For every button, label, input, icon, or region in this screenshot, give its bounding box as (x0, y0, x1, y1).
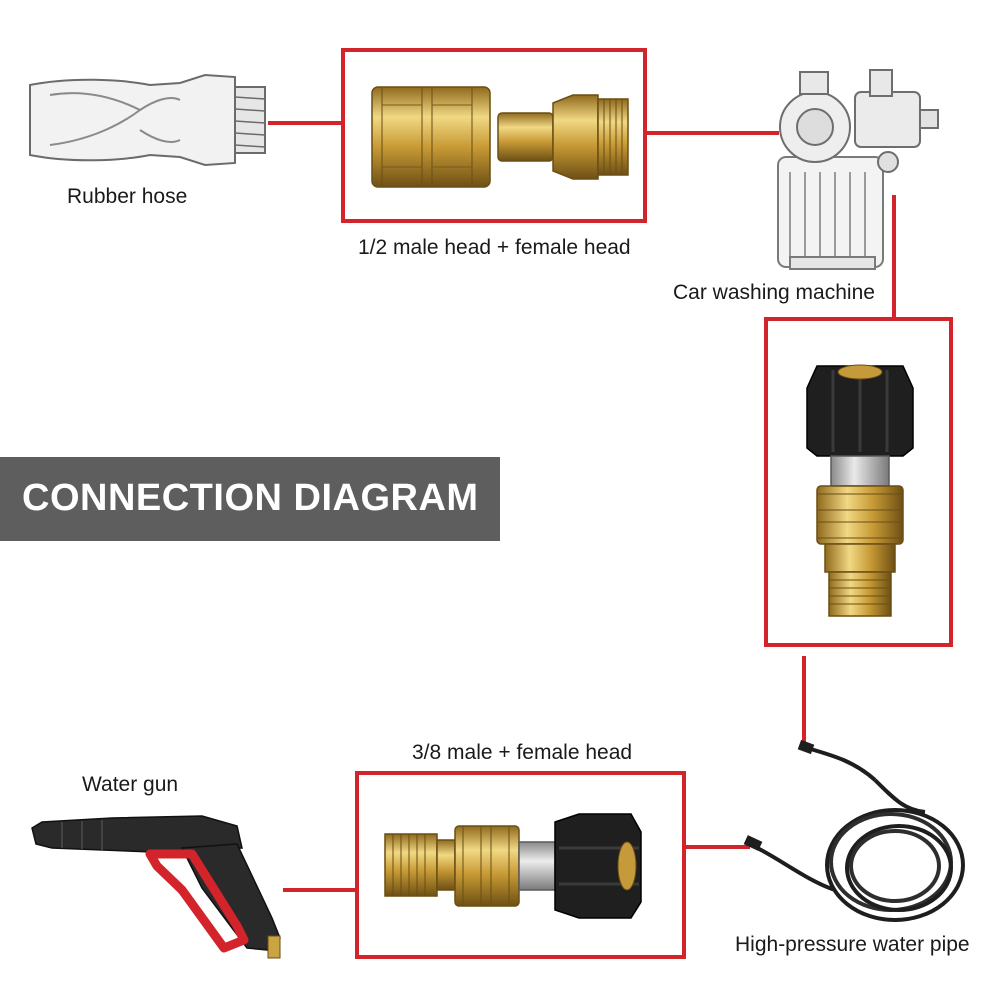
high-pressure-pipe-illustration (743, 739, 965, 922)
frame-half-inch-adapter (341, 48, 647, 223)
car-washing-machine-illustration (777, 69, 939, 270)
half-inch-adapter-illustration (371, 86, 629, 188)
connector-machine-to-adapter (892, 195, 896, 319)
label-three-eighths-adapter: 3/8 male + female head (412, 741, 633, 764)
title-banner (0, 457, 500, 541)
diagram-title: CONNECTION DIAGRAM (22, 477, 479, 519)
frame-m22-adapter (764, 317, 953, 647)
label-rubber-hose: Rubber hose (67, 185, 188, 208)
m22-adapter-illustration (806, 364, 914, 617)
label-water-gun: Water gun (82, 773, 179, 796)
label-high-pressure-pipe: High-pressure water pipe (735, 933, 970, 956)
label-half-inch-adapter: 1/2 male head + female head (358, 236, 631, 259)
connector-hose-to-adapter (268, 121, 344, 125)
rubber-hose-illustration (29, 73, 266, 167)
connector-adapter-to-pipe-2 (686, 845, 750, 849)
label-car-washing-machine: Car washing machine (673, 281, 875, 304)
water-gun-illustration (31, 815, 281, 959)
connector-adapter-to-pipe (802, 656, 806, 742)
frame-three-eighths-adapter (355, 771, 686, 959)
three-eighths-adapter-illustration (384, 813, 642, 919)
connector-gun-to-adapter (283, 888, 355, 892)
connector-adapter-to-machine (646, 131, 779, 135)
